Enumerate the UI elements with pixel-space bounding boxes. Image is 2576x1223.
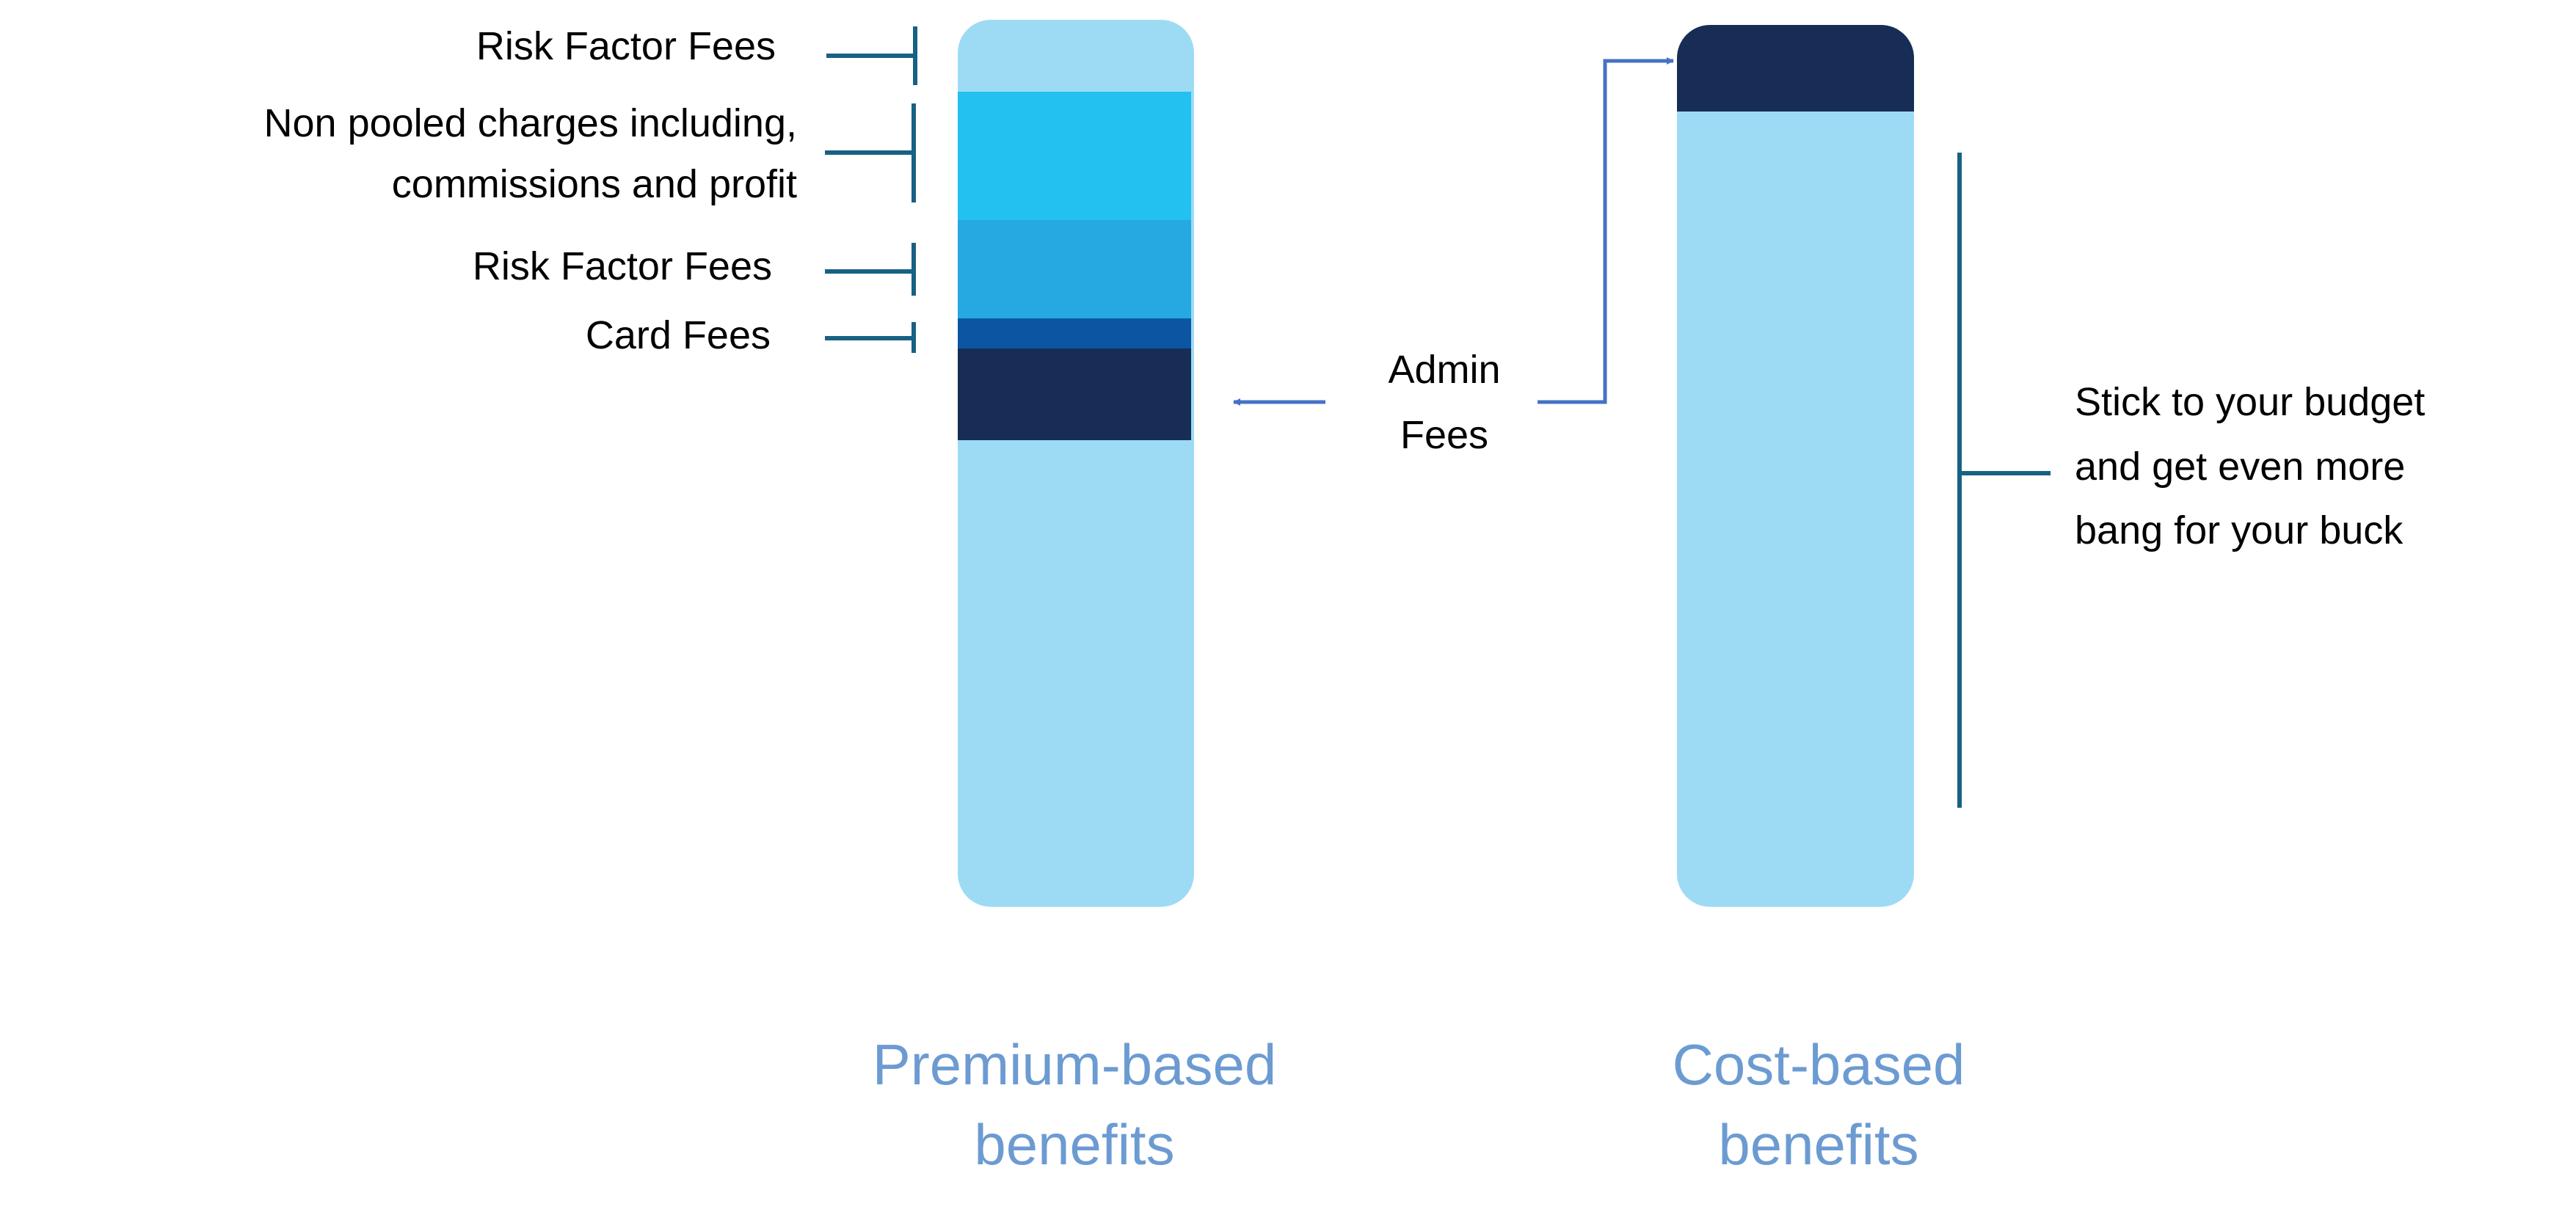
bracket-non-pooled xyxy=(825,103,916,202)
admin-arrows xyxy=(1233,57,1674,406)
label-admin-line2: Fees xyxy=(1400,413,1489,457)
label-admin-line1: Admin xyxy=(1388,348,1501,392)
label-non-pooled-line2: commissions and profit xyxy=(391,162,797,206)
label-risk-factor-fees-top: Risk Factor Fees xyxy=(476,24,776,68)
premium-based-bar xyxy=(958,20,1194,907)
bar-segment-risk-factor xyxy=(958,220,1191,318)
cost-based-bar xyxy=(1677,25,1914,907)
caption-premium-line1: Premium-based xyxy=(872,1032,1277,1097)
bracket-risk-factor xyxy=(825,243,916,296)
bracket-card-fees xyxy=(825,322,916,353)
bar-segment-admin-fees xyxy=(958,348,1191,440)
label-risk-factor-fees: Risk Factor Fees xyxy=(472,244,772,288)
left-brackets xyxy=(825,26,2051,808)
caption-cost-line2: benefits xyxy=(1718,1112,1919,1177)
bracket-right-benefits xyxy=(1957,153,2051,808)
caption-cost-line1: Cost-based xyxy=(1672,1032,1965,1097)
bar-segment-admin-fees xyxy=(1677,25,1914,112)
label-non-pooled-line1: Non pooled charges including, xyxy=(263,101,798,145)
label-card-fees: Card Fees xyxy=(585,313,771,357)
bracket-risk-factor-top xyxy=(826,26,917,85)
note-line3: bang for your buck xyxy=(2075,508,2404,552)
bar-segment-benefits xyxy=(1677,25,1914,907)
bar-segment-card-fees xyxy=(958,318,1191,348)
note-line1: Stick to your budget xyxy=(2075,380,2426,424)
caption-premium-line2: benefits xyxy=(974,1112,1175,1177)
arrow-to-cost-admin xyxy=(1538,57,1674,404)
bar-segment-non-pooled xyxy=(958,92,1191,220)
note-line2: and get even more xyxy=(2075,445,2406,489)
